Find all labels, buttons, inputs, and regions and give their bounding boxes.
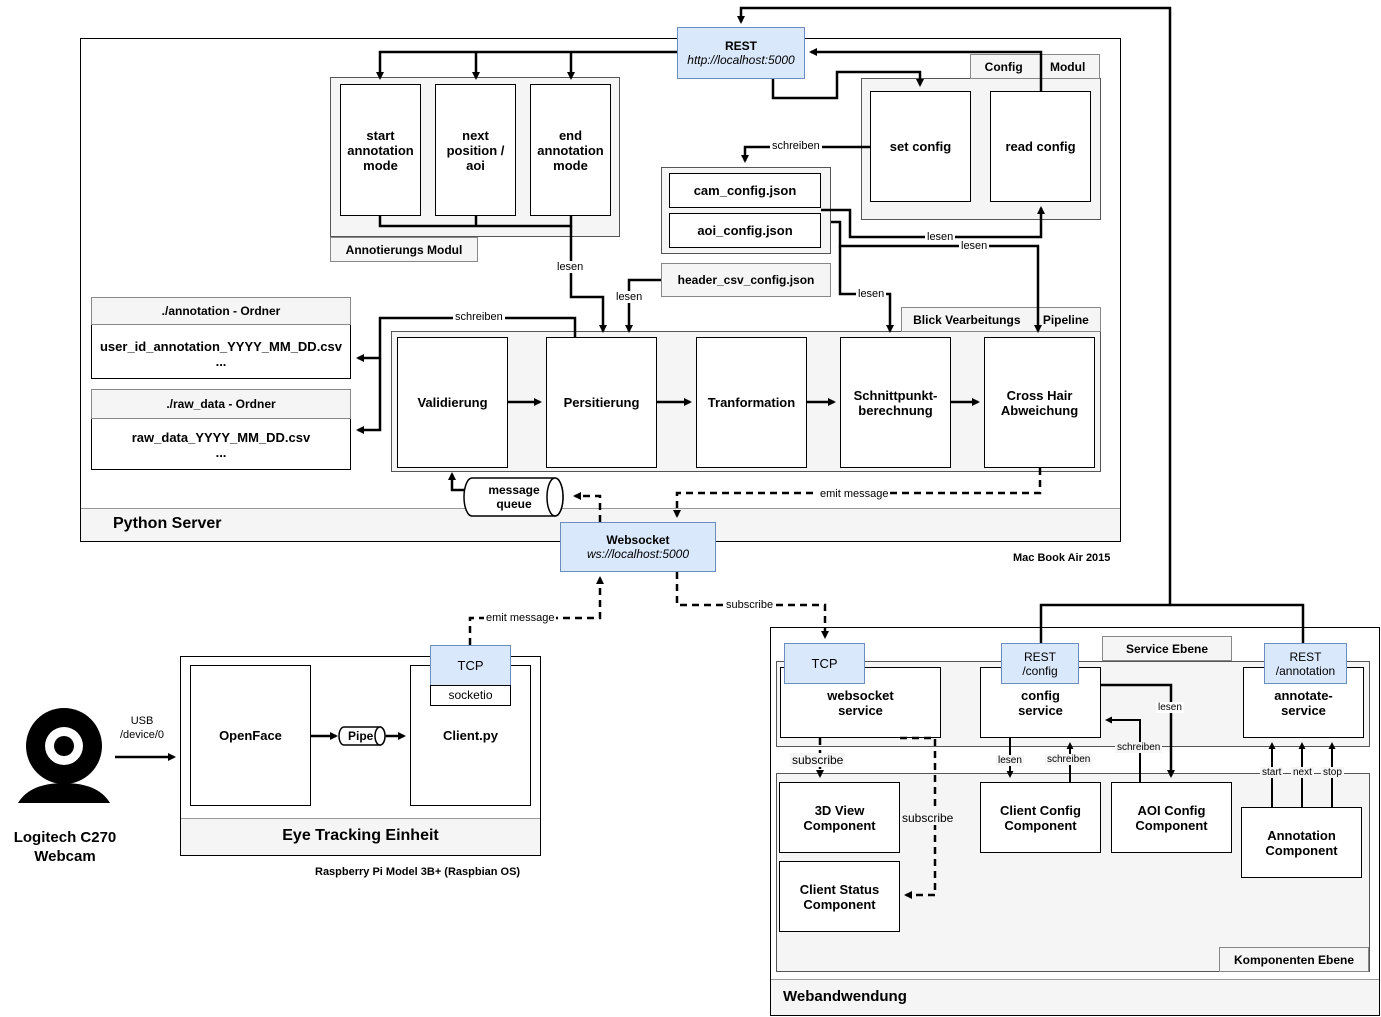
rest-main-title: REST: [724, 39, 757, 53]
pipeline-step-validierung: Validierung: [397, 337, 508, 468]
rest-annotation-port: REST /annotation: [1264, 643, 1347, 684]
edge-label-emit-cross-hair: emit message: [818, 488, 891, 500]
edge-label-lesen-read-config: lesen: [925, 231, 956, 243]
annotation-module-tab: Annotierungs Modul: [330, 237, 478, 262]
pipeline-tab-left: Blick Vearbeitungs: [913, 312, 1021, 327]
webapp-tcp-port: TCP: [784, 643, 865, 684]
edge-label-lesen-header: lesen: [614, 291, 645, 303]
rest-main-endpoint: REST http://localhost:5000: [677, 27, 805, 79]
client-emit-message: [468, 576, 604, 645]
pipeline-tab-right: Pipeline: [1042, 312, 1089, 327]
annotation-component: Annotation Component: [1241, 807, 1362, 878]
socketio-label: socketio: [430, 685, 511, 706]
read-config-to-rest: [809, 48, 1043, 91]
edge-label-subscribe-status: subscribe: [900, 811, 956, 825]
websocket-endpoint: Websocket ws://localhost:5000: [560, 522, 716, 572]
aoi-config-to-read-config: [821, 206, 1045, 239]
edge-label-schreiben-aoi: schreiben: [1115, 742, 1163, 753]
aoi-config-schreiben: [1105, 716, 1141, 782]
edge-label-lesen-schnittpunkt: lesen: [856, 288, 887, 300]
config-module-tab: Config Modul: [970, 54, 1100, 79]
edge-label-lesen-client: lesen: [996, 755, 1024, 766]
start-annotation-mode-box: start annotation mode: [340, 84, 421, 216]
persitierung-writes-raw: [356, 358, 382, 434]
websocket-url: ws://localhost:5000: [586, 547, 690, 561]
edge-label-schreiben-folders: schreiben: [453, 311, 505, 323]
usb-label: USB /device/0: [119, 715, 165, 741]
openface-box: OpenFace: [190, 665, 311, 806]
header-csv-config-file: header_csv_config.json: [661, 263, 831, 297]
raspberry-host-label: Raspberry Pi Model 3B+ (Raspbian OS): [315, 866, 521, 878]
websocket-to-queue: [573, 492, 602, 522]
pipeline-step-tranformation: Tranformation: [696, 337, 807, 468]
webapp-rest-annotation-link: [1170, 603, 1305, 643]
edge-label-lesen-cross-hair: lesen: [959, 240, 990, 252]
raw-data-folder-file: raw_data_YYYY_MM_DD.csv: [131, 430, 311, 445]
service-layer-tab: Service Ebene: [1102, 636, 1232, 661]
webapp-footer: [771, 979, 1379, 1015]
persitierung-writes-annotation: [356, 316, 577, 362]
set-config-writes-files: [741, 145, 870, 163]
websocket-subscribe: [675, 572, 829, 639]
aoi-config-file: aoi_config.json: [669, 213, 821, 248]
raw-data-folder-title: ./raw_data - Ordner: [91, 389, 351, 419]
rest-to-annotation-bus: [376, 50, 677, 80]
edge-label-start: start: [1260, 767, 1284, 778]
config-tab-right: Modul: [1049, 59, 1086, 74]
aoi-config-component: AOI Config Component: [1111, 782, 1232, 853]
pipe-label: Pipe: [348, 729, 374, 743]
component-layer-tab: Komponenten Ebene: [1219, 947, 1369, 972]
pipe-cylinder: [338, 726, 386, 746]
annotation-folder-file: user_id_annotation_YYYY_MM_DD.csv: [99, 339, 343, 354]
config-service-lesen-aoi: [1101, 683, 1175, 778]
eye-tracking-label: Eye Tracking Einheit: [282, 827, 439, 844]
webapp-label: Webandwendung: [783, 988, 907, 1005]
edge-label-subscribe-ws: subscribe: [724, 599, 776, 611]
pipeline-step-cross-hair: Cross Hair Abweichung: [984, 337, 1095, 468]
header-csv-to-persitierung: [625, 278, 661, 333]
client-status-component: Client Status Component: [779, 861, 900, 932]
pipeline-step-persitierung: Persitierung: [546, 337, 657, 468]
rest-main-url: http://localhost:5000: [687, 53, 795, 67]
3d-view-component: 3D View Component: [779, 782, 900, 853]
eye-tracking-footer: [181, 818, 540, 855]
message-queue-label: message queue: [488, 483, 540, 511]
websocket-title: Websocket: [606, 533, 670, 547]
message-queue-cylinder: [463, 477, 564, 517]
annotation-folder-title: ./annotation - Ordner: [91, 297, 351, 325]
edge-label-lesen-annotation: lesen: [555, 261, 586, 273]
edge-label-next: next: [1291, 767, 1314, 778]
edge-label-lesen-aoi: lesen: [1156, 702, 1184, 713]
cam-config-file: cam_config.json: [669, 173, 821, 208]
set-config-box: set config: [870, 91, 971, 202]
annotation-folder-more: ...: [215, 354, 227, 369]
raw-data-folder-more: ...: [215, 445, 227, 460]
rest-config-port: REST /config: [1001, 643, 1079, 684]
mac-host-label: Mac Book Air 2015: [1013, 552, 1111, 564]
edge-label-schreiben-config: schreiben: [770, 140, 822, 152]
next-position-aoi-box: next position / aoi: [435, 84, 516, 216]
annotation-to-persitierung: [569, 226, 607, 333]
pipeline-tab: Blick Vearbeitungs Pipeline: [901, 307, 1101, 332]
edge-label-stop: stop: [1321, 767, 1344, 778]
end-annotation-mode-box: end annotation mode: [530, 84, 611, 216]
client-config-component: Client Config Component: [980, 782, 1101, 853]
read-config-box: read config: [990, 91, 1091, 202]
python-server-label: Python Server: [113, 515, 222, 532]
edge-label-emit-client: emit message: [484, 612, 557, 624]
config-tab-left: Config: [984, 59, 1023, 74]
webcam-icon: [18, 708, 110, 803]
webcam-label: Logitech C270 Webcam: [13, 829, 117, 865]
edge-label-subscribe-3d: subscribe: [790, 753, 846, 767]
pipeline-step-schnittpunkt: Schnittpunkt- berechnung: [840, 337, 951, 468]
rest-to-set-config: [771, 70, 924, 100]
edge-label-schreiben-client: schreiben: [1045, 754, 1093, 765]
webapp-rest-to-server: [737, 6, 1172, 643]
